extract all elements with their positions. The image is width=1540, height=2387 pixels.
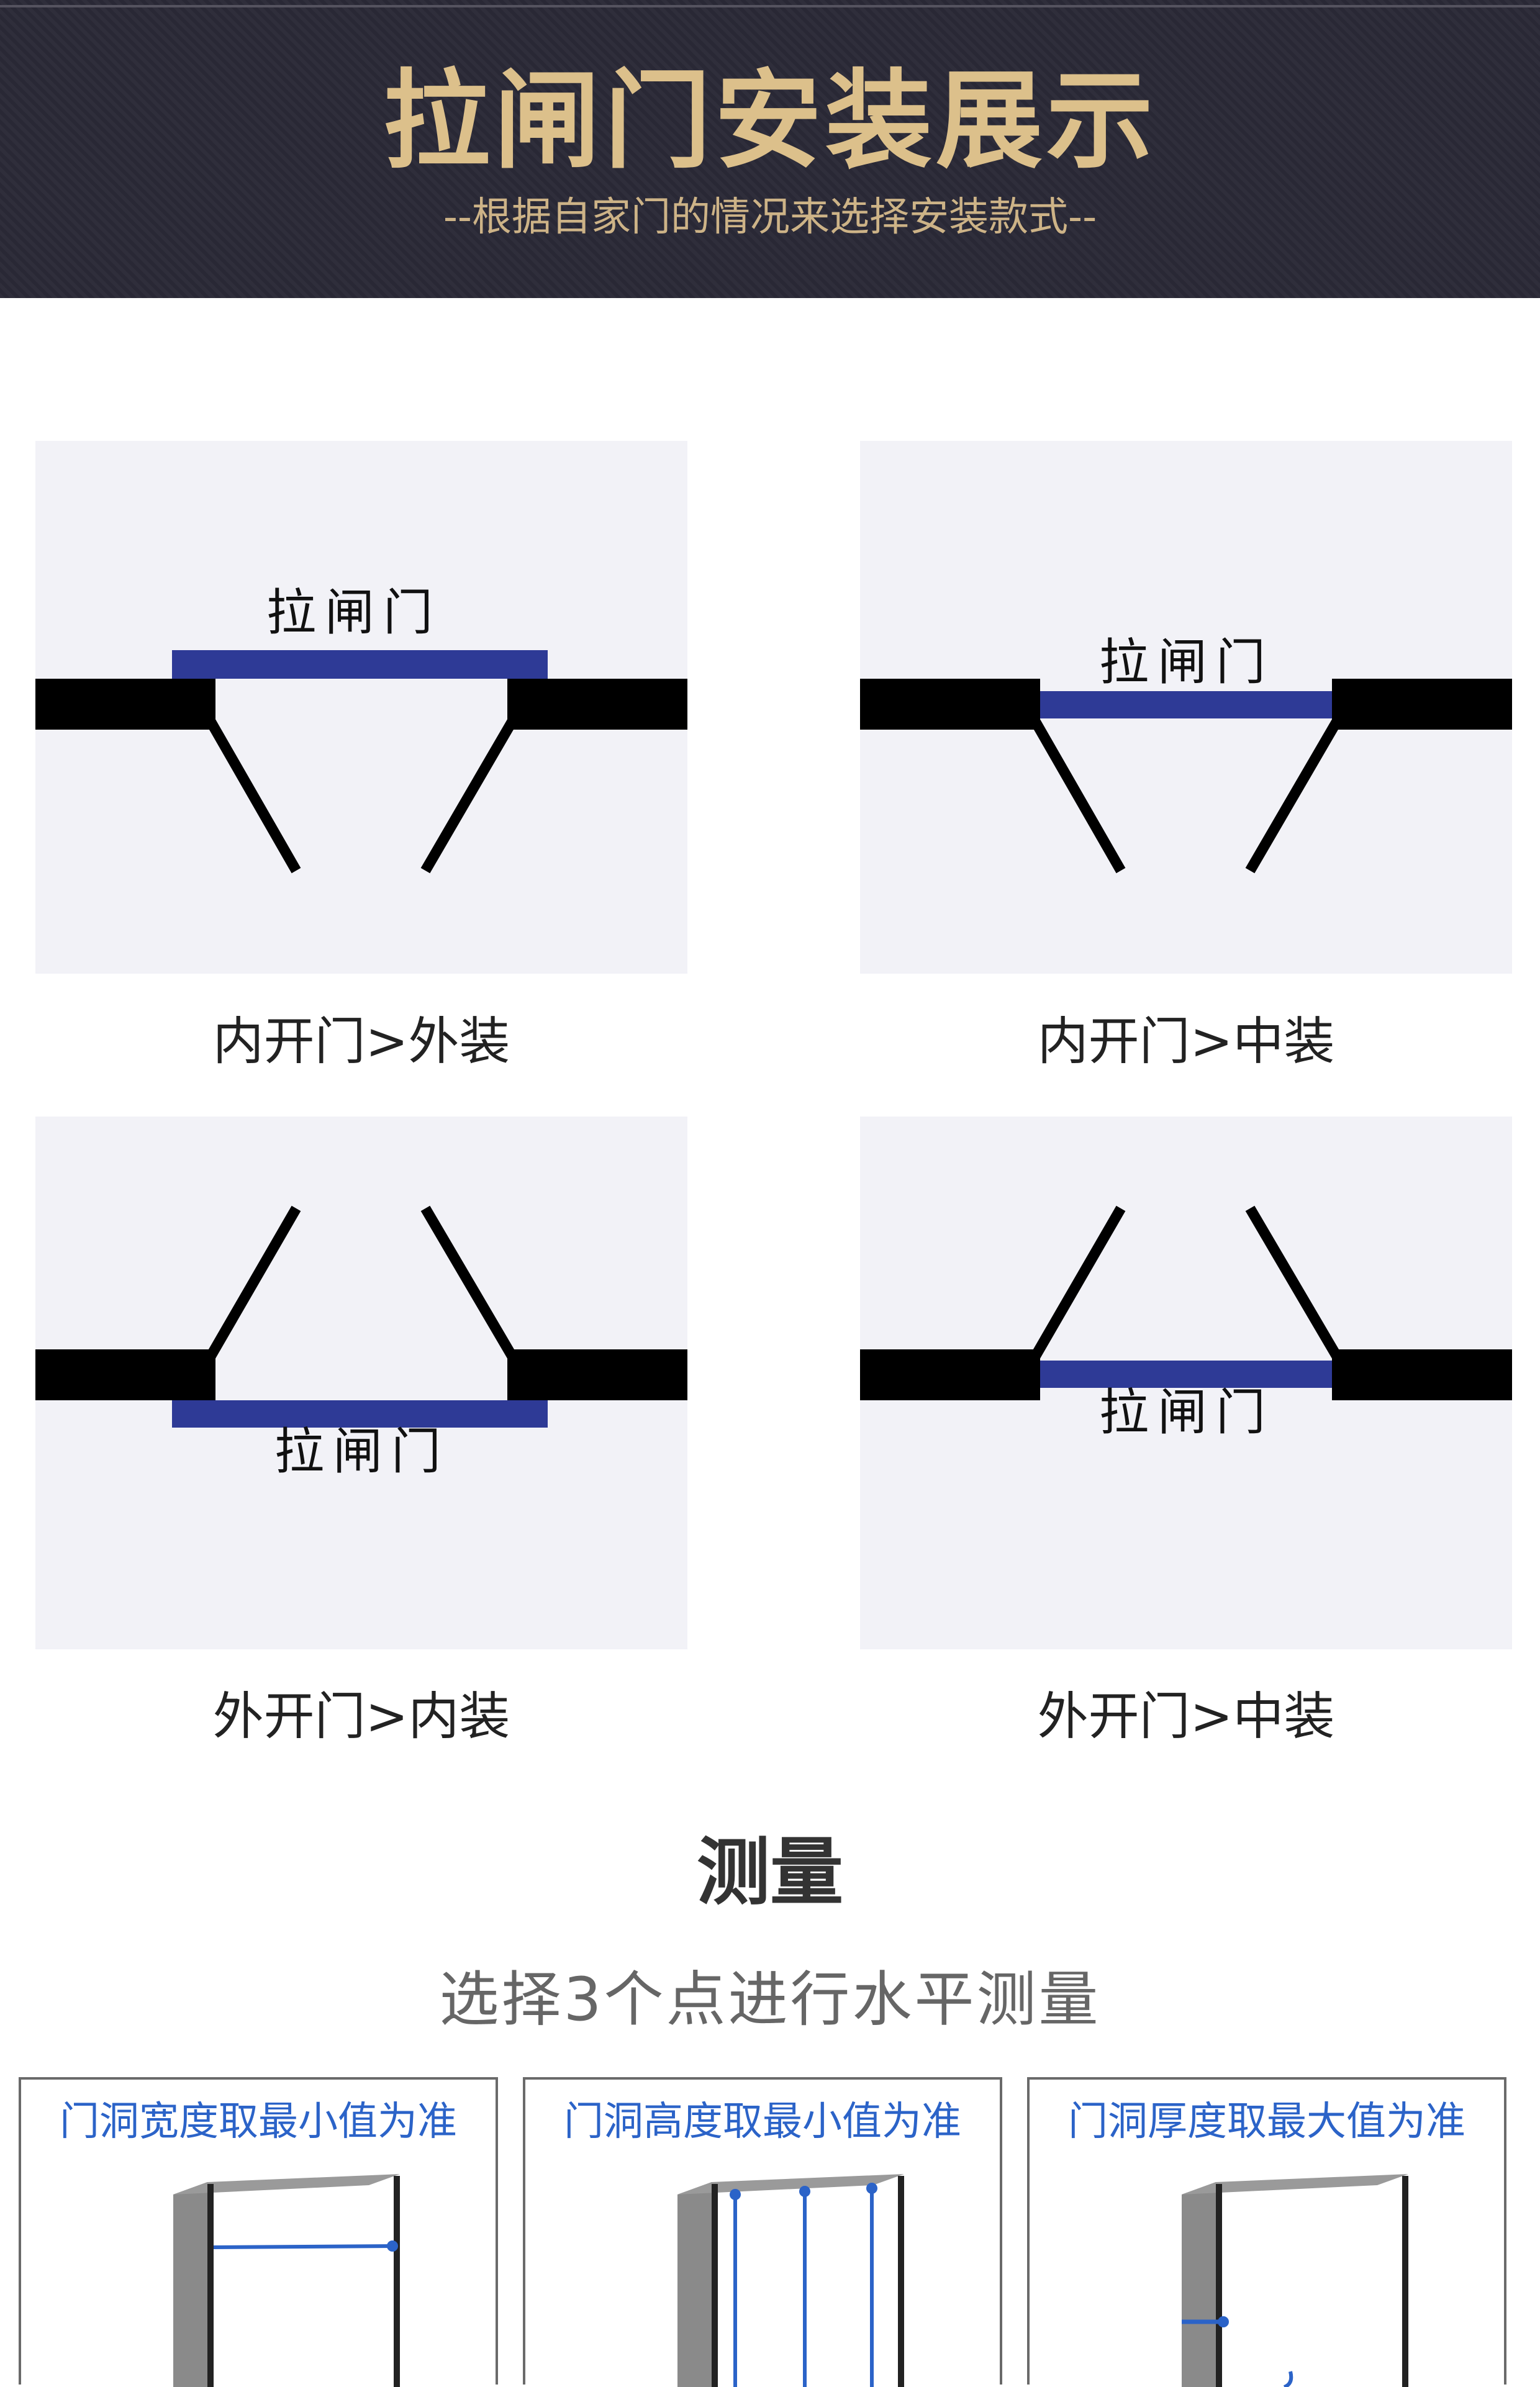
gate-label: 拉闸门 — [274, 1423, 450, 1480]
door-leaf-left — [204, 1205, 301, 1362]
wall-left — [35, 1349, 215, 1400]
diagram-caption: 外开门>内装 — [212, 1687, 510, 1746]
door-frame-top — [1182, 2174, 1408, 2194]
door-frame-top — [173, 2174, 400, 2194]
diagram-caption: 内开门>外装 — [212, 1012, 510, 1071]
thickness-measure-hook — [1283, 2371, 1293, 2387]
gate-bar — [1040, 691, 1332, 718]
measure-subtitle: 选择3个点进行水平测量 — [439, 1965, 1101, 2034]
width-measure-point — [387, 2240, 398, 2252]
door-leaf-right — [1245, 1205, 1343, 1362]
measure-title: 测量 — [696, 1829, 843, 1915]
door-frame-side — [173, 2182, 207, 2387]
gate-label: 拉闸门 — [266, 584, 442, 641]
door-frame-inner — [712, 2184, 718, 2387]
gate-label: 拉闸门 — [1099, 633, 1274, 691]
wall-right — [507, 1349, 687, 1400]
diagram-inward-middle: 拉闸门 — [860, 441, 1512, 974]
door-leaf-left — [204, 716, 301, 874]
door-leaf-left — [1029, 716, 1126, 874]
door-frame-side — [1182, 2182, 1216, 2387]
diagram-caption: 内开门>中装 — [1037, 1012, 1335, 1071]
page-subtitle: --根据自家门的情况来选择安装款式-- — [443, 194, 1097, 240]
gate-bar — [1040, 1361, 1332, 1388]
wall-right — [507, 679, 687, 730]
width-measure-line — [213, 2244, 394, 2249]
height-measure-point-1 — [730, 2189, 741, 2200]
diagram-inward-outer: 拉闸门 — [35, 441, 687, 974]
wall-left — [860, 1349, 1040, 1400]
thickness-measure-point — [1218, 2316, 1229, 2327]
height-measure-point-2 — [799, 2186, 810, 2197]
door-frame-right — [898, 2176, 904, 2387]
door-frame-inner — [207, 2184, 214, 2387]
wall-right — [1332, 1349, 1512, 1400]
wall-left — [860, 679, 1040, 730]
gate-bar — [172, 1400, 548, 1428]
door-frame-right — [1402, 2176, 1408, 2387]
height-measure-point-3 — [866, 2183, 877, 2194]
measure-card-label: 门洞厚度取最大值为准 — [1068, 2099, 1465, 2145]
door-frame-right — [394, 2176, 400, 2387]
wall-right — [1332, 679, 1512, 730]
wall-left — [35, 679, 215, 730]
door-leaf-right — [420, 716, 519, 874]
diagram-outward-inner: 拉闸门 — [35, 1116, 687, 1649]
measure-card-thickness: 门洞厚度取最大值为准 — [1027, 2077, 1506, 2387]
measure-card-label: 门洞宽度取最小值为准 — [60, 2099, 457, 2145]
door-leaf-right — [420, 1205, 519, 1362]
gate-label: 拉闸门 — [1099, 1384, 1274, 1441]
door-leaf-left — [1029, 1205, 1126, 1362]
header-banner: 拉闸门安装展示 --根据自家门的情况来选择安装款式-- — [0, 0, 1540, 298]
diagram-caption: 外开门>中装 — [1037, 1687, 1335, 1746]
measure-card-label: 门洞高度取最小值为准 — [564, 2099, 961, 2145]
header-top-line — [0, 5, 1540, 7]
door-frame-inner — [1216, 2184, 1222, 2387]
measure-card-height: 门洞高度取最小值为准 — [523, 2077, 1002, 2387]
measure-card-width: 门洞宽度取最小值为准 — [19, 2077, 498, 2387]
door-leaf-right — [1245, 716, 1343, 874]
door-frame-side — [677, 2182, 712, 2387]
gate-bar — [172, 650, 548, 679]
page-title: 拉闸门安装展示 — [383, 58, 1157, 183]
diagram-outward-middle: 拉闸门 — [860, 1116, 1512, 1649]
